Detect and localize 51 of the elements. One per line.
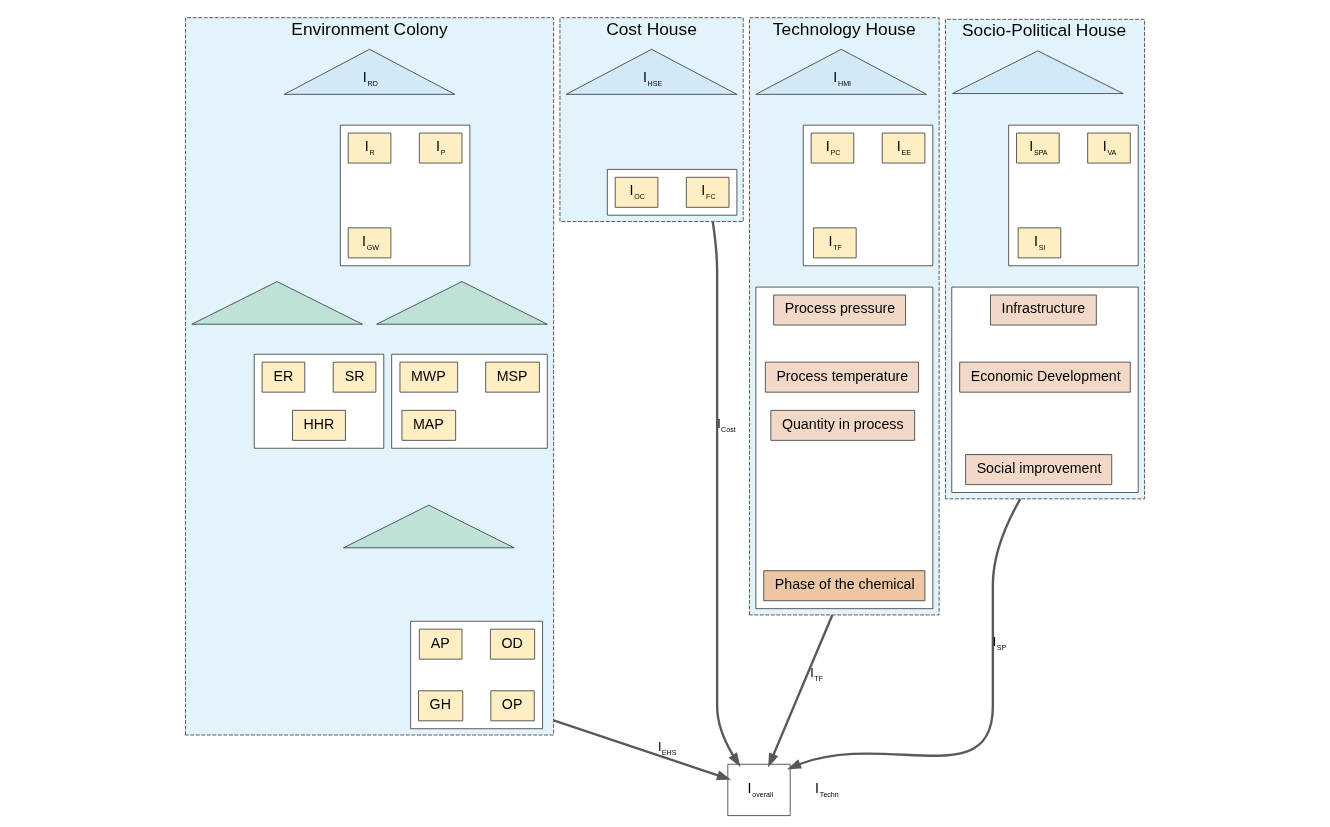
cluster xyxy=(802,124,934,267)
node-triangle xyxy=(952,50,1124,94)
node-box: Social improvement xyxy=(965,454,1113,485)
node-box: Infrastructure xyxy=(990,294,1097,326)
node-box: I$_{SPA}$ xyxy=(1016,132,1060,164)
edge-label: I$_{Cost}$ xyxy=(717,416,736,434)
node-box: I$_{PC}$ xyxy=(810,132,855,164)
arrow xyxy=(786,498,1022,770)
node-box: OP xyxy=(490,690,535,722)
edge-label: I$_{SP}$ xyxy=(992,635,1007,653)
cluster xyxy=(253,353,385,449)
node-box: I$_{P}$ xyxy=(418,132,463,164)
node-box: I$_{OC}$ xyxy=(614,176,659,208)
node-box: GH xyxy=(418,690,464,722)
arrow xyxy=(553,719,732,780)
node-box: I$_{FC}$ xyxy=(685,176,730,208)
node-box: HHR xyxy=(292,409,346,441)
label: I$_{Techn}$ xyxy=(815,779,839,799)
node-box: I$_{R}$ xyxy=(347,132,392,164)
edge-label: I$_{TF}$ xyxy=(810,666,823,684)
arrow xyxy=(711,221,741,768)
node-box: Phase of the chemical xyxy=(763,570,926,602)
node-box: I$_{overall}$ xyxy=(727,763,791,816)
node-box: Economic Development xyxy=(959,361,1131,393)
node-box: SR xyxy=(332,361,377,393)
node-box: I$_{SI}$ xyxy=(1017,227,1062,259)
cluster xyxy=(755,286,934,610)
node-box: ER xyxy=(261,361,306,393)
arrow xyxy=(768,614,834,768)
node-box: Process pressure xyxy=(773,294,906,326)
node-box: MWP xyxy=(399,361,459,393)
node-box: I$_{TF}$ xyxy=(813,227,857,259)
node-box: I$_{GW}$ xyxy=(347,227,392,259)
edge-label: I$_{EHS}$ xyxy=(657,739,677,757)
node-triangle xyxy=(376,281,548,325)
node-box: I$_{EE}$ xyxy=(881,132,926,164)
node-box: MSP xyxy=(485,361,540,393)
cluster xyxy=(1008,124,1139,267)
cluster xyxy=(391,353,548,449)
node-triangle xyxy=(343,504,515,549)
cluster xyxy=(339,124,471,267)
node-box: Process temperature xyxy=(764,361,919,393)
cluster xyxy=(410,620,543,730)
node-box: OD xyxy=(490,628,536,660)
node-box: MAP xyxy=(401,409,457,441)
cluster xyxy=(606,169,738,216)
node-triangle xyxy=(191,281,363,325)
node-box: Quantity in process xyxy=(770,409,916,441)
node-box: I$_{VA}$ xyxy=(1087,132,1131,164)
cluster xyxy=(951,286,1139,493)
node-box: AP xyxy=(418,628,463,660)
